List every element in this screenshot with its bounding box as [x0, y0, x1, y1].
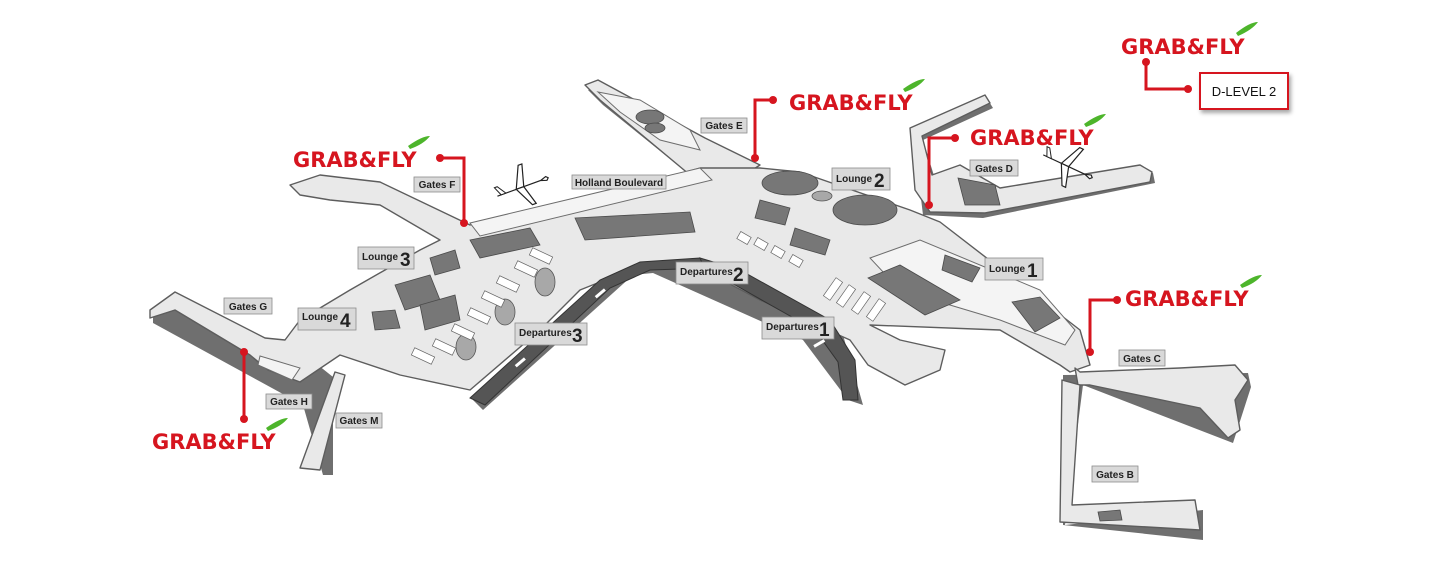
airplane-icon [493, 163, 549, 206]
svg-text:Lounge: Lounge [362, 252, 399, 263]
label-holland-boulevard: Holland Boulevard [571, 174, 667, 190]
svg-text:Gates F: Gates F [419, 180, 456, 191]
pier-m [299, 371, 346, 471]
svg-text:Departures: Departures [519, 328, 572, 339]
pier-b [1059, 379, 1201, 531]
svg-text:GRAB&FLY: GRAB&FLY [1121, 35, 1245, 59]
svg-text:Gates E: Gates E [705, 121, 743, 132]
pier-c [1074, 364, 1249, 439]
location-pin-icon [240, 348, 248, 356]
label-gates-c: Gates C [1118, 349, 1166, 367]
label-departures-1: Departures 1 [761, 316, 835, 341]
svg-text:Departures: Departures [680, 267, 733, 278]
grab-and-fly-leaf-icon [1236, 22, 1258, 36]
label-gates-h: Gates H [265, 393, 313, 410]
grab-and-fly-leaf-icon [266, 418, 288, 431]
label-lounge-4: Lounge 4 [297, 307, 357, 332]
label-lounge-2: Lounge 2 [831, 167, 891, 192]
grab-and-fly-legend-marker: GRAB&FLY [1121, 22, 1258, 93]
svg-text:GRAB&FLY: GRAB&FLY [1125, 287, 1249, 311]
grab-and-fly-leaf-icon [1240, 275, 1262, 288]
label-gates-b: Gates B [1091, 465, 1139, 483]
svg-text:GRAB&FLY: GRAB&FLY [293, 148, 417, 172]
grab-and-fly-leaf-icon [903, 79, 925, 92]
svg-text:GRAB&FLY: GRAB&FLY [152, 430, 276, 454]
label-departures-3: Departures 3 [514, 322, 588, 347]
svg-text:4: 4 [340, 311, 351, 332]
label-gates-d: Gates D [969, 159, 1019, 177]
grab-and-fly-leaf-icon [1084, 114, 1106, 127]
label-gates-f: Gates F [413, 176, 461, 193]
level-indicator: D-LEVEL 2 [1199, 72, 1289, 110]
location-pin-icon [1142, 58, 1150, 66]
label-gates-m: Gates M [335, 412, 383, 429]
svg-text:3: 3 [400, 250, 411, 271]
location-pin-icon [1086, 348, 1094, 356]
grab-and-fly-leaf-icon [408, 136, 430, 149]
svg-text:GRAB&FLY: GRAB&FLY [970, 126, 1094, 150]
svg-text:Gates D: Gates D [975, 164, 1013, 175]
svg-text:Gates C: Gates C [1123, 354, 1161, 365]
location-pin-icon [460, 219, 468, 227]
svg-text:3: 3 [572, 326, 583, 347]
airplane-icon [1042, 145, 1093, 189]
pier-d [909, 94, 1153, 214]
label-departures-2: Departures 2 [675, 261, 749, 286]
svg-text:Gates G: Gates G [229, 302, 268, 313]
grab-and-fly-marker-gates-c: GRAB&FLY [1086, 275, 1262, 356]
svg-text:Gates H: Gates H [270, 397, 308, 408]
gate-boxes [410, 231, 887, 365]
svg-text:2: 2 [874, 171, 885, 192]
label-lounge-1: Lounge 1 [984, 257, 1044, 282]
svg-text:1: 1 [819, 320, 830, 341]
svg-text:1: 1 [1027, 261, 1038, 282]
location-pin-icon [925, 201, 933, 209]
svg-text:Lounge: Lounge [989, 264, 1026, 275]
svg-text:Lounge: Lounge [302, 312, 339, 323]
location-pin-icon [751, 154, 759, 162]
lounge2-pod-a [761, 170, 819, 196]
label-lounge-3: Lounge 3 [357, 246, 415, 271]
svg-text:GRAB&FLY: GRAB&FLY [789, 91, 913, 115]
label-gates-e: Gates E [700, 117, 748, 134]
svg-text:Gates M: Gates M [340, 416, 379, 427]
svg-text:Lounge: Lounge [836, 174, 873, 185]
svg-text:Departures: Departures [766, 322, 819, 333]
svg-text:Gates B: Gates B [1096, 470, 1134, 481]
grab-and-fly-marker-gates-d: GRAB&FLY [925, 114, 1106, 209]
grab-and-fly-marker-gates-f: GRAB&FLY [293, 136, 468, 227]
bridge-markings [514, 288, 826, 368]
lounge2-pod-b [832, 194, 898, 226]
svg-text:Holland Boulevard: Holland Boulevard [575, 178, 663, 189]
grab-and-fly-marker-gates-g: GRAB&FLY [152, 348, 288, 454]
label-gates-g: Gates G [223, 297, 273, 315]
svg-text:2: 2 [733, 265, 744, 286]
grab-and-fly-marker-gates-e: GRAB&FLY [751, 79, 925, 162]
